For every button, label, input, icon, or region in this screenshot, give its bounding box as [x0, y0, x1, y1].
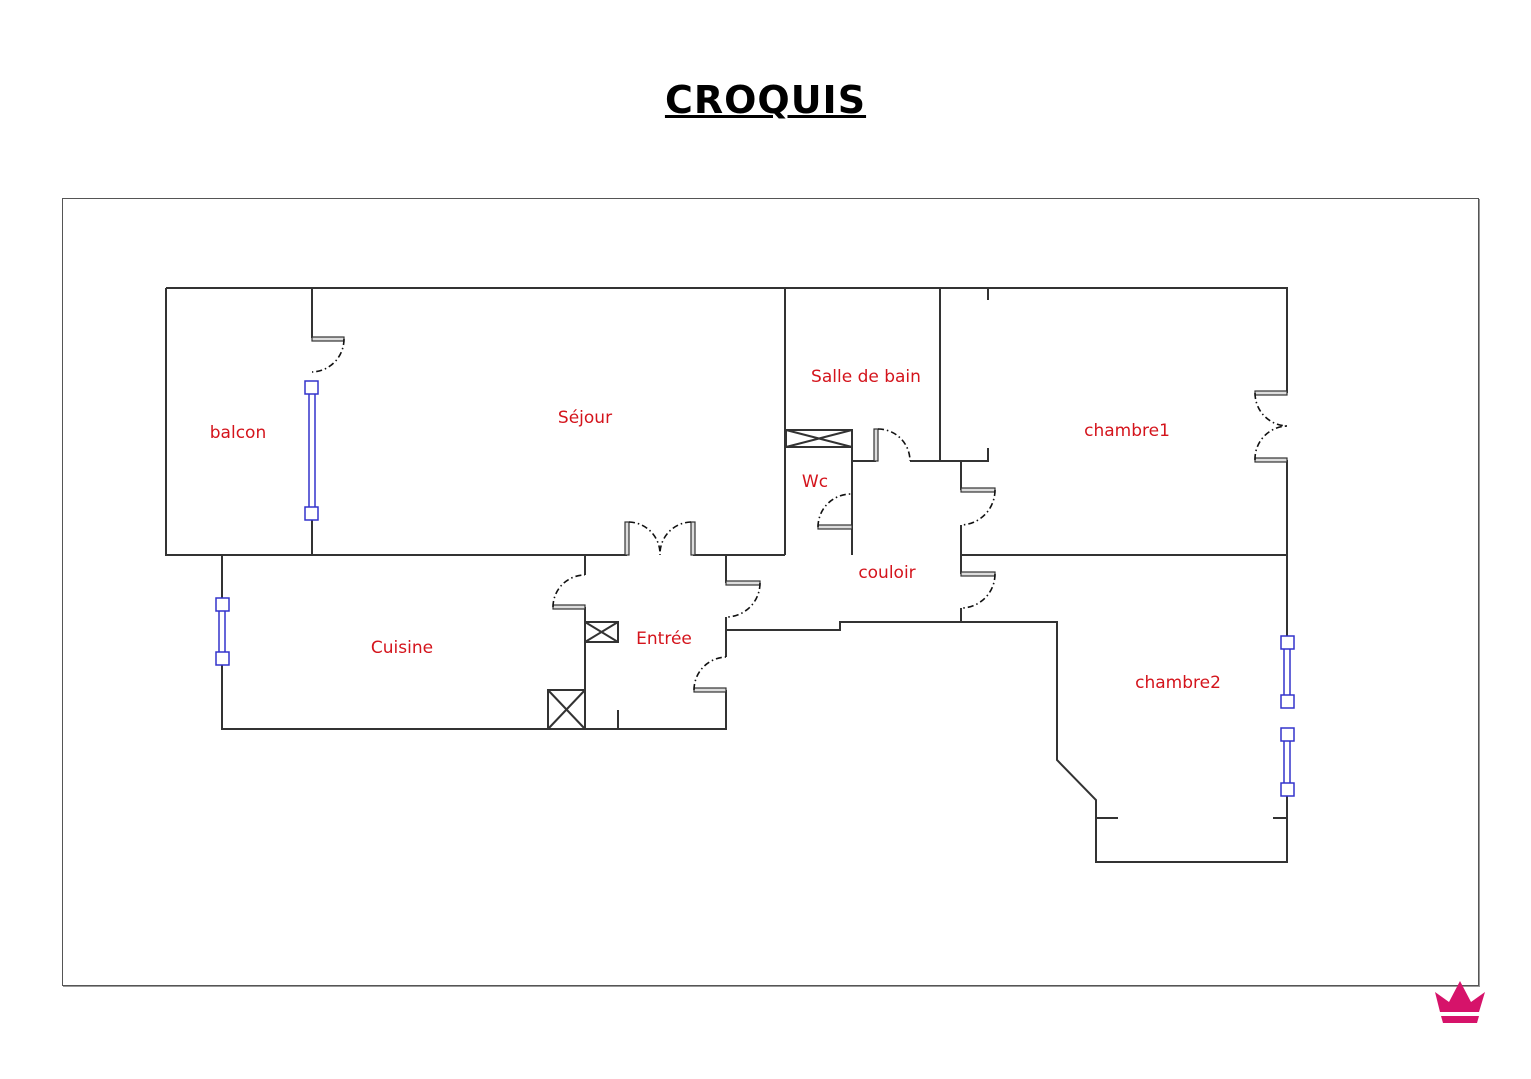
room-label-entree: Entrée — [636, 629, 692, 649]
crown-icon — [1435, 981, 1485, 1023]
room-label-chambre2: chambre2 — [1135, 673, 1221, 693]
room-label-chambre1: chambre1 — [1084, 421, 1170, 441]
room-label-couloir: couloir — [858, 563, 915, 583]
doors — [311, 336, 1288, 693]
room-label-sejour: Séjour — [558, 408, 612, 428]
walls — [165, 287, 1288, 863]
page-title: CROQUIS — [664, 78, 867, 122]
room-label-balcon: balcon — [210, 423, 266, 443]
room-labels: balcon Séjour Salle de bain chambre1 Wc … — [210, 367, 1221, 693]
plan-frame — [62, 198, 1479, 986]
room-label-cuisine: Cuisine — [371, 638, 433, 658]
room-label-wc: Wc — [802, 472, 828, 492]
room-label-salle-de-bain: Salle de bain — [811, 367, 921, 387]
windows — [215, 380, 1295, 797]
shaft-box — [584, 621, 619, 643]
shaft-box — [785, 429, 853, 448]
shaft-box — [547, 689, 586, 730]
